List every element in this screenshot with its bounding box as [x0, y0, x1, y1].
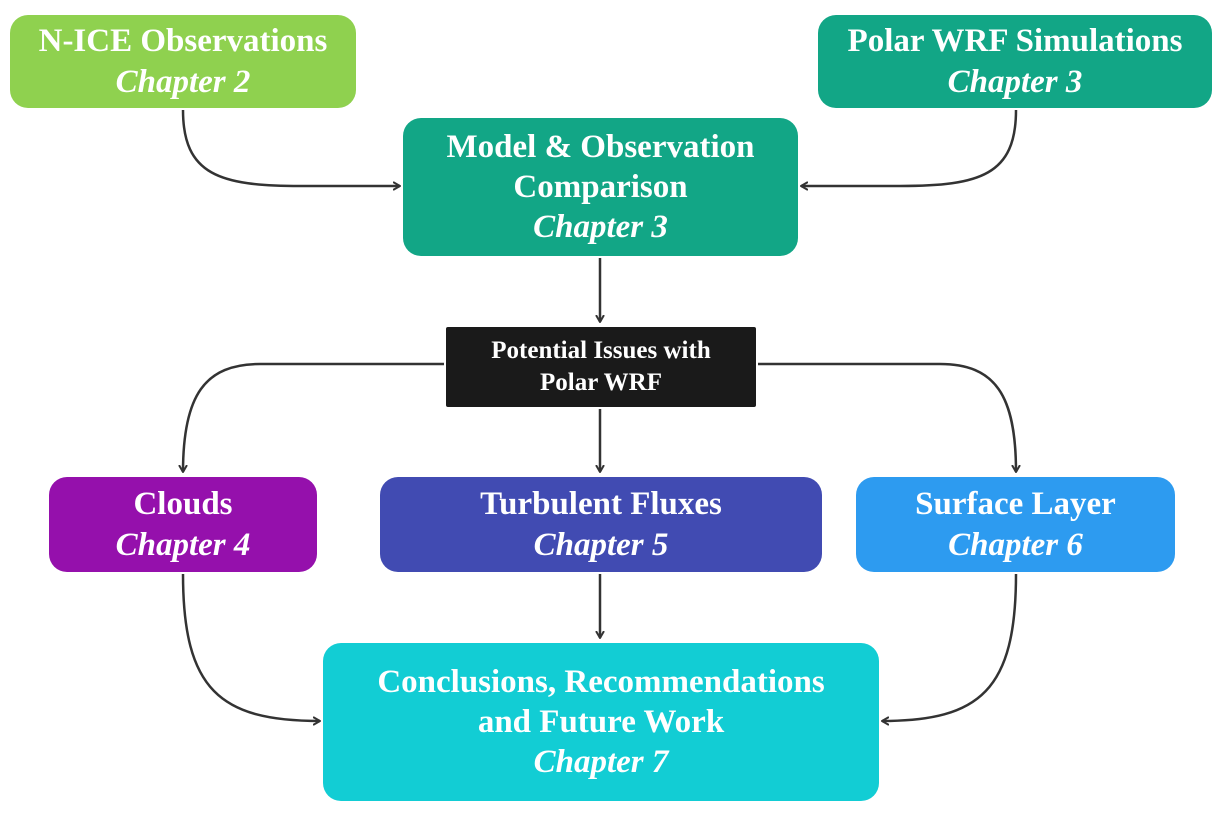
node-chapter: Chapter 3 — [947, 63, 1083, 100]
node-title: Clouds — [133, 486, 233, 523]
node-chapter: Chapter 5 — [533, 526, 669, 563]
node-surface-layer: Surface Layer Chapter 6 — [856, 477, 1175, 572]
edge-polarwrf-to-comparison — [801, 109, 1018, 186]
node-title: Surface Layer — [915, 486, 1116, 523]
node-clouds: Clouds Chapter 4 — [49, 477, 317, 572]
node-title-line-2: Comparison — [513, 168, 688, 205]
node-title: Turbulent Fluxes — [480, 486, 722, 523]
edge-issues-to-surface — [758, 362, 1016, 472]
node-model-observation-comparison: Model & Observation Comparison Chapter 3 — [403, 118, 798, 256]
node-title-line-1: Potential Issues with — [491, 336, 711, 364]
node-turbulent-fluxes: Turbulent Fluxes Chapter 5 — [380, 477, 822, 572]
node-potential-issues: Potential Issues with Polar WRF — [446, 327, 756, 407]
node-chapter: Chapter 3 — [533, 209, 668, 246]
edge-surface-to-conclusions — [882, 573, 1018, 721]
node-chapter: Chapter 6 — [948, 526, 1083, 563]
node-n-ice-observations: N-ICE Observations Chapter 2 — [10, 15, 356, 108]
node-title-line-2: and Future Work — [477, 703, 725, 740]
edge-nice-to-comparison — [181, 109, 400, 186]
node-chapter: Chapter 2 — [115, 63, 251, 100]
node-chapter: Chapter 4 — [115, 526, 251, 563]
node-title: Polar WRF Simulations — [847, 23, 1183, 60]
node-title-line-1: Model & Observation — [446, 128, 755, 165]
node-title: N-ICE Observations — [38, 23, 328, 60]
edge-issues-to-clouds — [183, 362, 444, 472]
node-title-line-1: Conclusions, Recommendations — [377, 663, 825, 700]
node-title-line-2: Polar WRF — [540, 369, 662, 396]
node-chapter: Chapter 7 — [533, 744, 669, 781]
node-polar-wrf-simulations: Polar WRF Simulations Chapter 3 — [818, 15, 1212, 108]
node-conclusions: Conclusions, Recommendations and Future … — [323, 643, 879, 801]
edge-clouds-to-conclusions — [181, 573, 320, 721]
